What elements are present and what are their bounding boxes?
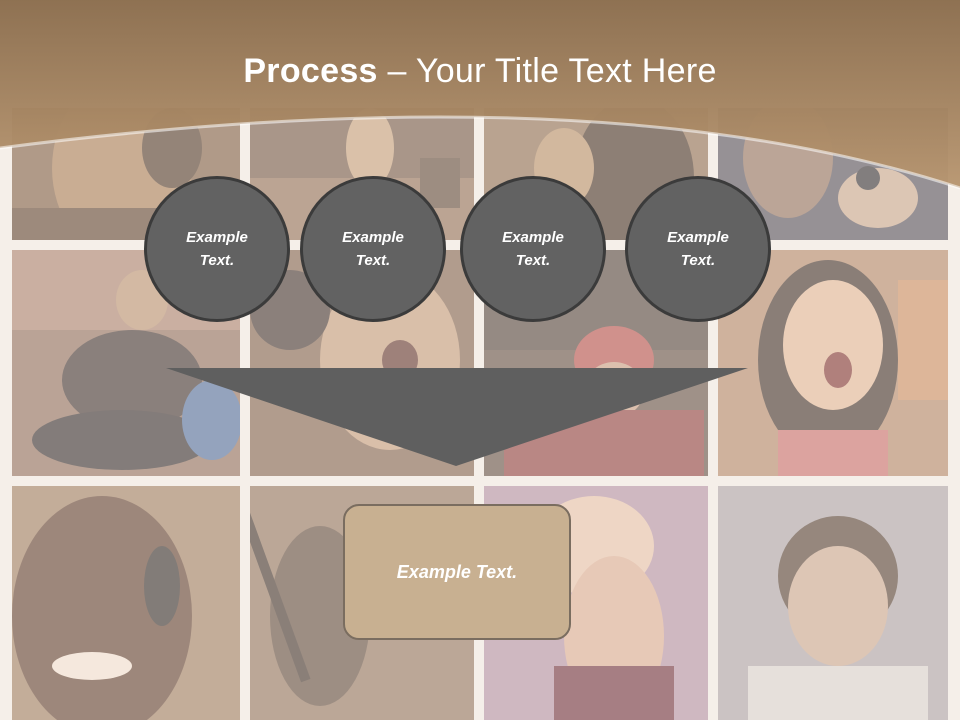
process-circle-4[interactable]: Example Text.	[625, 176, 771, 322]
photo-boy-with-headphones	[718, 486, 948, 720]
title-band	[0, 0, 960, 190]
result-box[interactable]: Example Text.	[343, 504, 571, 640]
photo-smiling-man-headphones	[12, 486, 240, 720]
process-circle-label: Example Text.	[342, 229, 404, 269]
process-circle-3[interactable]: Example Text.	[460, 176, 606, 322]
slide-title: Process – Your Title Text Here	[0, 52, 960, 91]
process-circle-2[interactable]: Example Text.	[300, 176, 446, 322]
title-bold: Process	[243, 52, 378, 90]
process-circle-1[interactable]: Example Text.	[144, 176, 290, 322]
result-box-label: Example Text.	[396, 561, 518, 582]
process-circle-label: Example Text.	[186, 229, 248, 269]
photo-woman-singing-headphones	[718, 250, 948, 476]
process-circle-label: Example Text.	[502, 229, 564, 269]
process-circle-label: Example Text.	[667, 229, 729, 269]
title-rest: – Your Title Text Here	[377, 52, 717, 90]
